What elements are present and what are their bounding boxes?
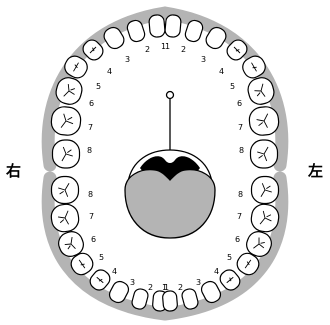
upper-left-tooth-1 bbox=[165, 14, 182, 37]
upper-right-tooth-5-number: 5 bbox=[96, 82, 101, 91]
upper-left-tooth-7 bbox=[248, 106, 279, 136]
lower-left-tooth-8 bbox=[252, 177, 279, 204]
lower-right-tooth-5-number: 5 bbox=[99, 253, 104, 262]
lower-right-tooth-4-number: 4 bbox=[112, 267, 117, 276]
lower-left-tooth-5-number: 5 bbox=[227, 253, 232, 262]
lower-right-tooth-8-number: 8 bbox=[88, 190, 93, 199]
lower-right-tooth-6-number: 6 bbox=[91, 235, 96, 244]
uvula-tip bbox=[167, 92, 174, 99]
tongue bbox=[125, 170, 215, 238]
lower-left-tooth-1-number: 1 bbox=[162, 283, 167, 292]
upper-left-tooth-4-number: 4 bbox=[219, 67, 224, 76]
lower-right-tooth-8 bbox=[52, 177, 79, 204]
upper-left-tooth-5-number: 5 bbox=[230, 82, 235, 91]
lower-right-tooth-7-number: 7 bbox=[89, 212, 94, 221]
lower-right-tooth-3-number: 3 bbox=[130, 278, 135, 287]
lower-left-tooth-6-number: 6 bbox=[235, 235, 240, 244]
lower-left-tooth-4-number: 4 bbox=[214, 267, 219, 276]
lower-right-tooth-2-number: 2 bbox=[148, 283, 153, 292]
upper-left-tooth-3-number: 3 bbox=[201, 55, 206, 64]
upper-gum-band bbox=[48, 13, 282, 165]
upper-left-tooth-2-number: 2 bbox=[181, 45, 186, 54]
side-label-right: 右 bbox=[6, 162, 21, 180]
lower-left-tooth-3-number: 3 bbox=[196, 278, 201, 287]
upper-right-tooth-8 bbox=[53, 140, 80, 168]
upper-right-tooth-8-number: 8 bbox=[87, 146, 92, 155]
upper-left-tooth-8-number: 8 bbox=[239, 146, 244, 155]
lower-left-tooth-7-number: 7 bbox=[237, 212, 242, 221]
upper-right-tooth-1 bbox=[149, 14, 166, 37]
upper-right-tooth-6-number: 6 bbox=[89, 99, 94, 108]
upper-right-tooth-7 bbox=[50, 106, 81, 136]
upper-right-tooth-3-number: 3 bbox=[125, 55, 130, 64]
upper-left-tooth-8 bbox=[251, 140, 278, 168]
upper-right-tooth-4-number: 4 bbox=[107, 67, 112, 76]
side-label-left: 左 bbox=[307, 162, 323, 180]
upper-left-tooth-1-number: 1 bbox=[165, 42, 170, 51]
upper-right-tooth-7-number: 7 bbox=[88, 123, 93, 132]
upper-left-tooth-7-number: 7 bbox=[238, 123, 243, 132]
lower-left-tooth-8-number: 8 bbox=[238, 190, 243, 199]
upper-left-tooth-6-number: 6 bbox=[237, 99, 242, 108]
upper-right-tooth-2-number: 2 bbox=[145, 45, 150, 54]
lower-left-tooth-2-number: 2 bbox=[178, 283, 183, 292]
lower-left-tooth-1 bbox=[162, 290, 178, 311]
